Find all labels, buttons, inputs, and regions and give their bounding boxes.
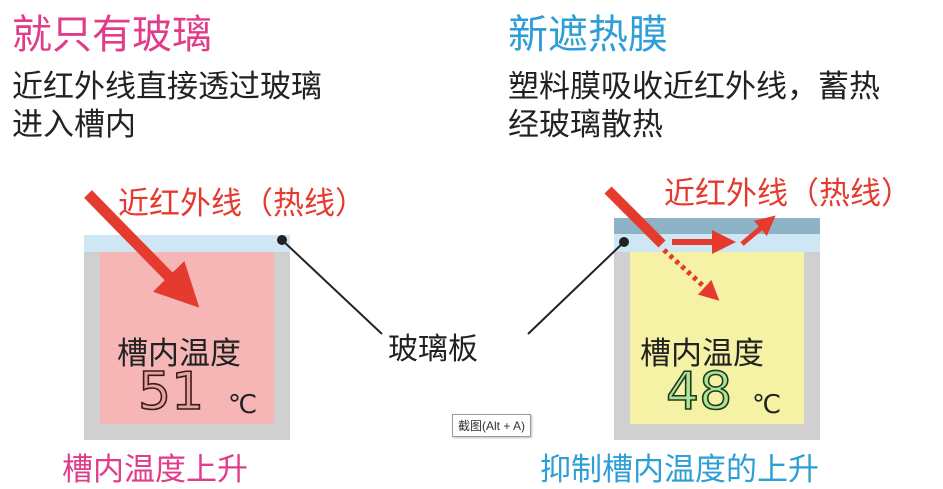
- left-tank-temp-label: 槽内温度: [117, 336, 241, 372]
- right-temperature-value: 48: [665, 361, 733, 423]
- right-transmitted-dashed-arrow: [662, 248, 720, 301]
- left-leader-dot: [277, 235, 287, 245]
- left-leader-line: [281, 239, 383, 335]
- right-infrared-arrow-in: [604, 186, 666, 248]
- right-description: 塑料膜吸收近红外线，蓄热 经玻璃散热: [508, 68, 880, 144]
- left-result-caption: 槽内温度上升: [62, 452, 248, 488]
- right-leader-dot: [619, 237, 629, 247]
- right-desc-line-2: 经玻璃散热: [508, 107, 663, 143]
- left-desc-line-2: 进入槽内: [12, 107, 136, 143]
- left-infrared-arrow: [84, 190, 200, 308]
- right-tank-temp-label: 槽内温度: [640, 336, 764, 372]
- glass-plate-label: 玻璃板: [388, 332, 478, 367]
- left-temperature-value: 51: [137, 361, 205, 423]
- right-result-caption: 抑制槽内温度的上升: [540, 452, 819, 488]
- screenshot-tooltip: 截图(Alt + A): [452, 414, 532, 437]
- right-temperature-unit: ℃: [752, 390, 782, 420]
- right-desc-line-1: 塑料膜吸收近红外线，蓄热: [508, 69, 880, 105]
- right-infrared-label: 近红外线（热线）: [664, 176, 912, 212]
- right-title: 新遮热膜: [508, 12, 668, 58]
- left-desc-line-1: 近红外线直接透过玻璃: [12, 69, 322, 105]
- left-title: 就只有玻璃: [12, 12, 212, 58]
- left-temperature-unit: ℃: [228, 390, 258, 420]
- right-reflected-arrow: [740, 215, 776, 246]
- right-leader-line: [527, 241, 625, 335]
- left-infrared-label: 近红外线（热线）: [118, 186, 366, 222]
- left-glass-plate: [84, 235, 290, 252]
- left-description: 近红外线直接透过玻璃 进入槽内: [12, 68, 322, 144]
